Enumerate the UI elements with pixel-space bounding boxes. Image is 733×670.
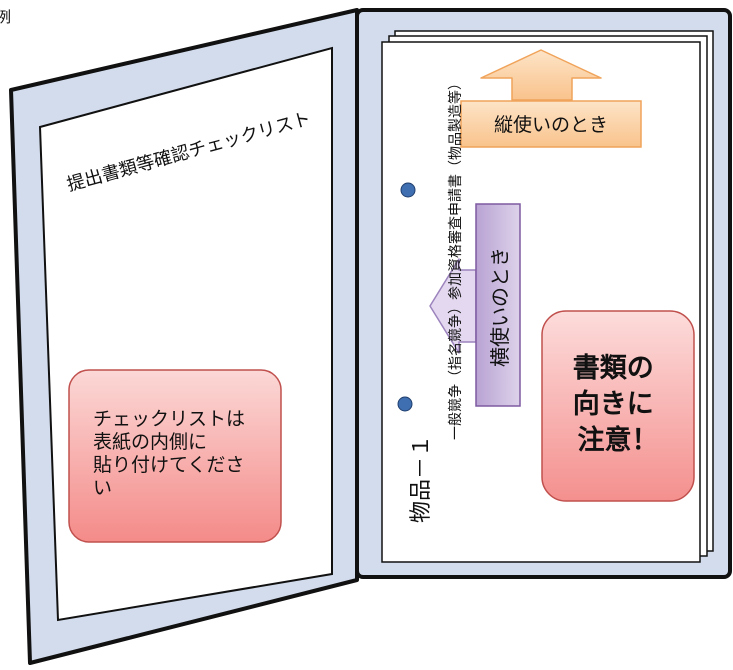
checklist-note: チェックリストは 表紙の内側に 貼り付けてくださ い xyxy=(68,369,282,543)
checklist-note-line-3: 貼り付けてくださ xyxy=(93,454,244,476)
warning-line-1: 書類の xyxy=(573,353,654,384)
document-title: 一般競争（指名競争）参加資格審査申請書（物品製造等） xyxy=(447,76,464,440)
vertical-use-arrow: 縦使いのとき xyxy=(460,49,642,148)
horizontal-use-label: 横使いのとき xyxy=(488,247,512,367)
checklist-note-line-1: チェックリストは xyxy=(93,408,245,430)
horizontal-use-box: 横使いのとき xyxy=(475,203,521,407)
svg-text:チェックリストは 表紙の内側に 貼り: チェックリストは 表紙の内側に 貼り付けてくださ い xyxy=(93,408,251,499)
checklist-note-line-2: 表紙の内側に xyxy=(93,431,207,453)
warning-line-2: 向きに xyxy=(573,388,654,420)
binding-hole-bottom xyxy=(397,396,413,412)
svg-text:書類の 向きに 注意！: 書類の 向きに 注意！ xyxy=(573,353,663,456)
checklist-note-line-4: い xyxy=(93,477,112,499)
binding-hole-top xyxy=(400,182,416,198)
vertical-use-label: 縦使いのとき xyxy=(494,114,608,136)
warning-box: 書類の 向きに 注意！ xyxy=(541,310,695,502)
warning-line-3: 注意！ xyxy=(578,424,659,456)
corner-label: 例 xyxy=(0,8,11,26)
item-label: 物品－１ xyxy=(409,435,434,523)
